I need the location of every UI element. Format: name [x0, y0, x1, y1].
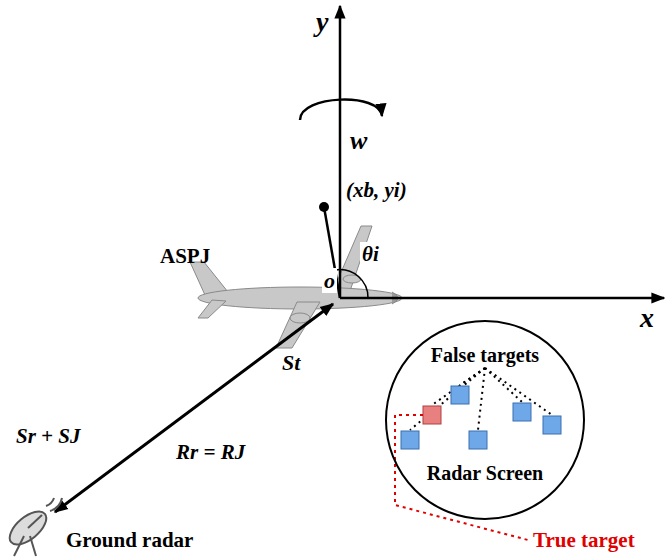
signal-path: [55, 304, 333, 512]
false-target-marks: [401, 386, 561, 449]
range-label: Rr = RJ: [176, 440, 245, 464]
radar-label: Ground radar: [66, 528, 193, 552]
x-axis: [340, 297, 664, 300]
rotation-label: w: [350, 126, 367, 156]
signal-label: Sr + SJ: [16, 424, 81, 448]
angle-arc: [335, 270, 368, 298]
axis-label: x: [640, 302, 654, 334]
radar-screen: False targetsRadar Screen: [385, 320, 585, 520]
aircraft: [190, 226, 402, 348]
true-target-mark: [423, 406, 441, 424]
angle-label: θi: [360, 242, 381, 266]
point-label: (xb, yi): [346, 178, 407, 202]
screen-text: Radar Screen: [387, 462, 583, 485]
y-axis: [339, 6, 342, 298]
radar-symbol: [4, 498, 62, 556]
target-label: True target: [533, 528, 635, 552]
signal-label: St: [282, 350, 300, 375]
origin-label: o: [322, 268, 337, 293]
point: [319, 202, 329, 212]
jammer-label: ASPJ: [160, 244, 210, 268]
axis-label: y: [316, 6, 328, 38]
target-leader-lines: [410, 368, 552, 430]
screen-text: False targets: [387, 344, 583, 367]
rotation-arrow: [300, 100, 382, 120]
